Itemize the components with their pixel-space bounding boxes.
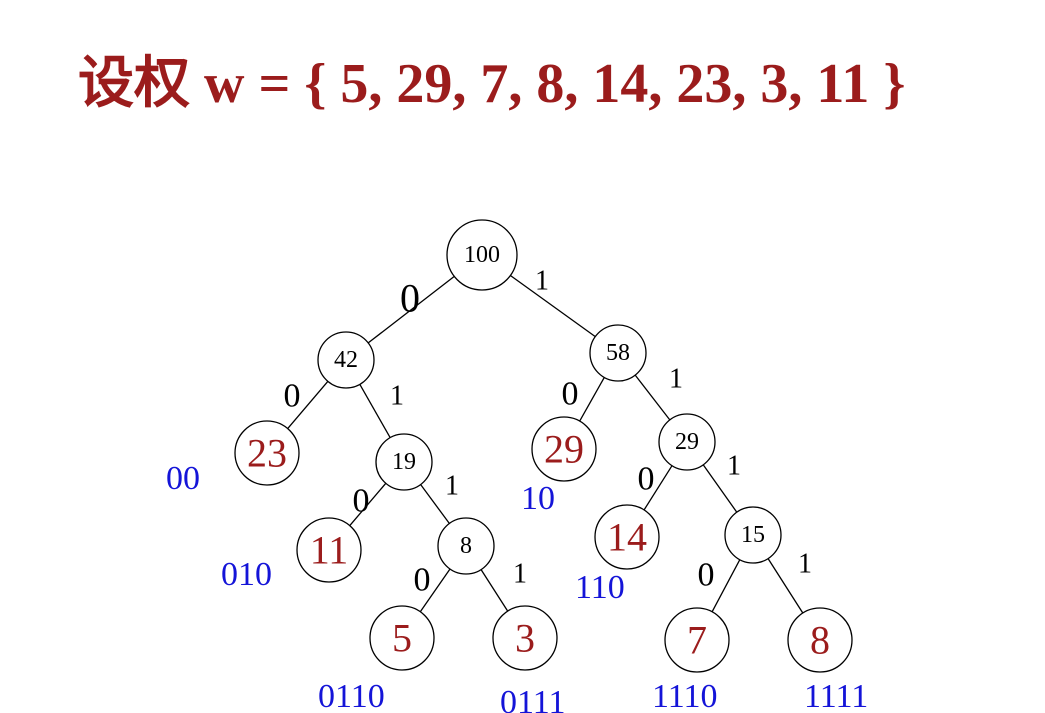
leaf-weight-label: 7 — [687, 618, 707, 663]
node-circle — [375, 433, 433, 491]
edge-n100-n58 — [510, 274, 596, 338]
internal-weight-label: 100 — [464, 242, 500, 268]
node-circle — [594, 504, 660, 570]
node-circle — [369, 605, 435, 671]
internal-node: 19 — [375, 433, 433, 491]
leaf-node: 11 — [296, 517, 362, 583]
node-circle — [664, 607, 730, 673]
huffman-code-label: 1111 — [804, 678, 868, 713]
internal-node: 58 — [589, 324, 647, 382]
leaf-node: 23 — [234, 420, 300, 486]
node-circle — [446, 219, 518, 291]
huffman-code-label: 00 — [166, 460, 200, 497]
edge-n42-n23 — [287, 380, 329, 430]
internal-node: 15 — [724, 506, 782, 564]
edge-bit-label: 1 — [513, 559, 527, 590]
edge-n29b-n15 — [702, 464, 738, 513]
internal-node: 42 — [317, 331, 375, 389]
internal-node: 29 — [658, 413, 716, 471]
edge-n8i-n3 — [480, 569, 509, 612]
leaf-node: 5 — [369, 605, 435, 671]
node-circle — [492, 605, 558, 671]
leaf-weight-label: 29 — [544, 427, 584, 472]
huffman-code-label: 10 — [521, 480, 555, 517]
tree-edges — [287, 274, 804, 614]
internal-weight-label: 42 — [334, 347, 358, 373]
edge-bit-label: 0 — [698, 557, 715, 594]
internal-weight-label: 19 — [392, 449, 416, 475]
edge-n8i-n5 — [419, 568, 451, 613]
internal-node: 8 — [437, 517, 495, 575]
edge-n100-n42 — [367, 275, 455, 344]
edge-n15-n8l — [767, 558, 804, 614]
edge-n42-n19 — [359, 383, 391, 439]
edge-n19-n11 — [349, 482, 387, 527]
node-circle — [234, 420, 300, 486]
node-circle — [531, 416, 597, 482]
leaf-node: 7 — [664, 607, 730, 673]
edge-bit-label: 1 — [445, 471, 459, 502]
internal-weight-label: 8 — [460, 533, 472, 559]
internal-weight-label: 15 — [741, 522, 765, 548]
leaf-node: 3 — [492, 605, 558, 671]
edge-n15-n7 — [711, 559, 741, 613]
edge-n29b-n14 — [643, 465, 673, 511]
node-circle — [787, 607, 853, 673]
huffman-code-label: 0110 — [318, 678, 385, 713]
edge-bit-label: 0 — [562, 376, 579, 413]
node-circle — [589, 324, 647, 382]
leaf-weight-label: 23 — [247, 431, 287, 476]
leaf-node: 14 — [594, 504, 660, 570]
node-circle — [437, 517, 495, 575]
edge-bit-label: 0 — [284, 378, 301, 415]
node-circle — [658, 413, 716, 471]
edge-bit-label: 0 — [414, 562, 431, 599]
edge-bit-label: 1 — [390, 381, 404, 412]
internal-weight-label: 58 — [606, 340, 630, 366]
huffman-code-label: 0111 — [500, 684, 565, 713]
leaf-weight-label: 5 — [392, 616, 412, 661]
leaf-weight-label: 11 — [310, 528, 349, 573]
internal-weight-label: 29 — [675, 429, 699, 455]
edge-bit-label: 0 — [638, 461, 655, 498]
edge-bit-label: 1 — [798, 549, 812, 580]
edge-bit-label: 0 — [400, 276, 420, 321]
edge-bit-label: 1 — [669, 364, 683, 395]
huffman-code-label: 110 — [575, 569, 625, 606]
leaf-node: 8 — [787, 607, 853, 673]
edge-bit-label: 0 — [353, 483, 370, 520]
edge-n19-n8i — [420, 484, 450, 524]
node-circle — [724, 506, 782, 564]
page-title: 设权 w = { 5, 29, 7, 8, 14, 23, 3, 11 } — [78, 53, 906, 115]
huffman-code-label: 010 — [221, 556, 272, 593]
leaf-weight-label: 8 — [810, 618, 830, 663]
leaf-weight-label: 3 — [515, 616, 535, 661]
leaf-node: 29 — [531, 416, 597, 482]
edge-n58-n29a — [579, 377, 605, 422]
edge-bit-label: 1 — [535, 266, 549, 297]
edge-bit-label: 1 — [727, 451, 741, 482]
huffman-code-label: 1110 — [652, 678, 717, 713]
edge-n58-n29b — [634, 374, 671, 421]
leaf-weight-label: 14 — [607, 515, 647, 560]
node-circle — [317, 331, 375, 389]
internal-node: 100 — [446, 219, 518, 291]
node-circle — [296, 517, 362, 583]
